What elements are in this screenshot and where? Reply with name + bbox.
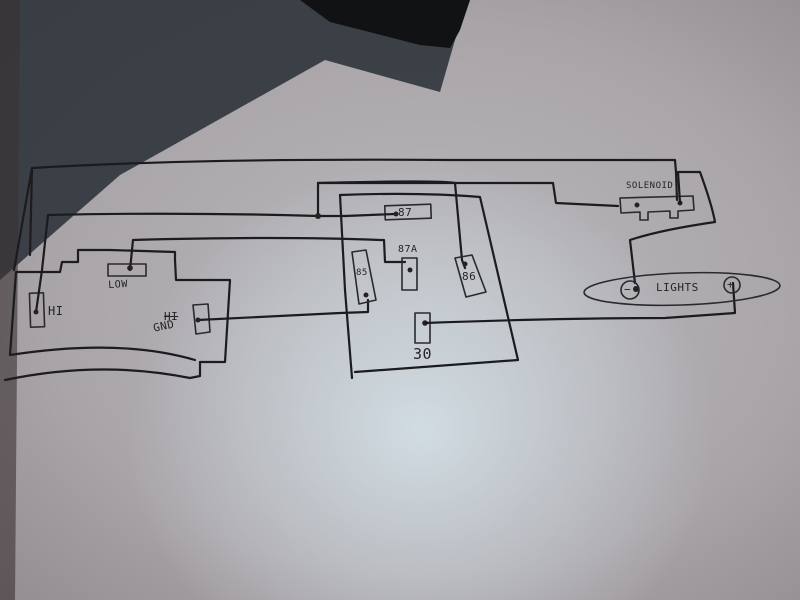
wire-top-to-solenoid xyxy=(316,181,620,208)
wire-gnd-to-85 xyxy=(196,298,370,322)
pin-86 xyxy=(454,254,487,298)
struck-hi-label: HI xyxy=(164,310,179,323)
pin-86-label: 86 xyxy=(462,270,477,283)
switch-body-left xyxy=(8,270,197,362)
wire-solenoid-right xyxy=(628,170,717,285)
pin-85 xyxy=(351,249,377,305)
solenoid-body xyxy=(619,195,695,221)
wire-hi-to-87 xyxy=(34,212,347,314)
lights-neg-terminal xyxy=(620,280,640,300)
pin-87a xyxy=(401,257,418,291)
relay-outline xyxy=(338,192,520,374)
wire-left-drop xyxy=(12,166,34,272)
lights-housing xyxy=(583,271,781,307)
solenoid-label: SOLENOID xyxy=(626,181,674,191)
pin-85-label: 85 xyxy=(356,268,368,278)
pin-87-label: 87 xyxy=(398,206,413,219)
hi-label: HI xyxy=(48,304,64,318)
wire-low-to-87a xyxy=(128,236,407,272)
pin-30 xyxy=(414,312,431,344)
lights-label: LIGHTS xyxy=(656,281,699,294)
switch-outline xyxy=(3,248,232,382)
wire-top-loop xyxy=(28,158,679,257)
low-terminal xyxy=(107,263,147,277)
wire-30-to-lights-pos xyxy=(423,281,737,325)
pin-87 xyxy=(383,203,433,221)
low-label: LOW xyxy=(108,278,129,291)
relay-left-edge xyxy=(338,193,354,380)
pin-87a-label: 87A xyxy=(398,244,418,255)
lights-pos-label: + xyxy=(727,278,735,291)
lights-pos-terminal xyxy=(723,276,741,294)
pin-30-label: 30 xyxy=(413,345,433,363)
gnd-terminal xyxy=(192,303,211,335)
hi-terminal xyxy=(28,291,46,329)
lights-neg-label: − xyxy=(624,283,632,296)
